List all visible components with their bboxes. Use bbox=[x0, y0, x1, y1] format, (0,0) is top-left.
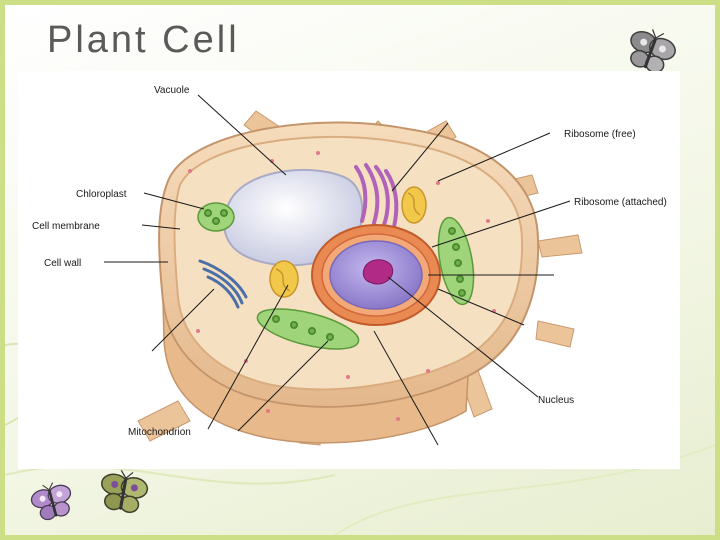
label-nucleus: Nucleus bbox=[538, 395, 574, 406]
leader-lines bbox=[104, 94, 571, 446]
label-cell-wall: Cell wall bbox=[44, 258, 81, 269]
nucleus bbox=[311, 224, 441, 326]
endoplasmic-reticulum bbox=[198, 259, 248, 309]
label-chloroplast: Chloroplast bbox=[76, 189, 127, 200]
label-ribosome-free: Ribosome (free) bbox=[564, 129, 636, 140]
butterfly-icon bbox=[630, 29, 676, 74]
label-vacuole: Vacuole bbox=[154, 85, 190, 96]
label-cell-membrane: Cell membrane bbox=[32, 221, 100, 232]
plant-cell-diagram: Vacuole Chloroplast Cell membrane Cell w… bbox=[18, 71, 680, 469]
label-mitochondrion: Mitochondrion bbox=[128, 427, 191, 438]
butterfly-icon bbox=[30, 482, 72, 521]
butterfly-icon bbox=[101, 470, 149, 514]
slide-title: Plant Cell bbox=[47, 19, 240, 61]
plant-cell-illustration: Vacuole Chloroplast Cell membrane Cell w… bbox=[32, 85, 667, 446]
slide: Plant Cell bbox=[5, 5, 715, 535]
label-ribosome-attached: Ribosome (attached) bbox=[574, 197, 667, 208]
golgi-apparatus bbox=[354, 163, 399, 229]
chloroplasts bbox=[197, 202, 475, 350]
mitochondria bbox=[269, 186, 427, 298]
